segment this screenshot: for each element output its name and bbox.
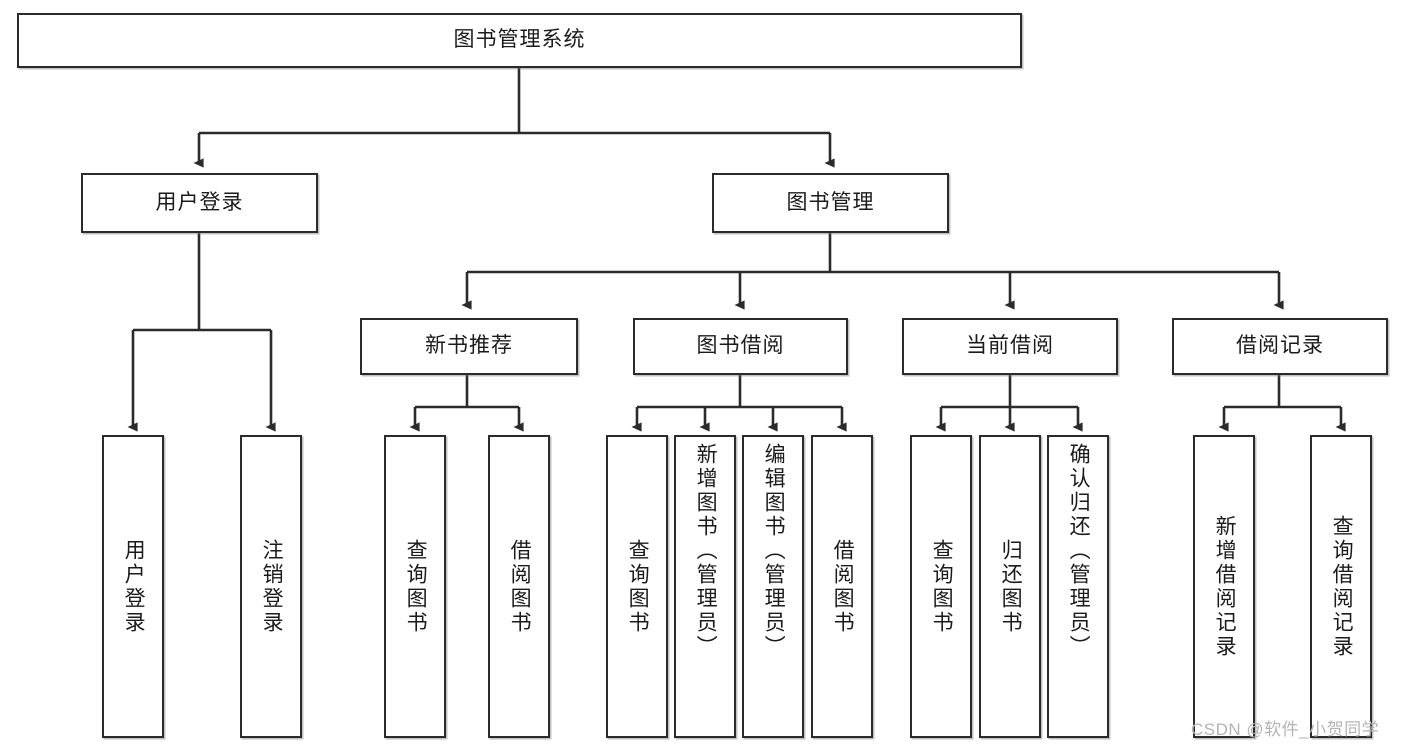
- node-new-book-recommend[interactable]: 新书推荐: [360, 318, 578, 375]
- node-borrow-record-label: 借阅记录: [1236, 334, 1324, 358]
- node-leaf-borrow-book-recommend-label: 借阅图书: [508, 538, 532, 635]
- node-current-borrow[interactable]: 当前借阅: [902, 318, 1118, 375]
- node-user-login[interactable]: 用户登录: [81, 173, 318, 233]
- node-current-borrow-label: 当前借阅: [966, 334, 1054, 358]
- node-root[interactable]: 图书管理系统: [17, 13, 1022, 68]
- node-leaf-query-book-recommend[interactable]: 查询图书: [384, 435, 446, 738]
- node-leaf-query-book-borrow-label: 查询图书: [626, 538, 650, 635]
- node-leaf-query-book-current-label: 查询图书: [930, 538, 954, 635]
- node-leaf-user-login-label: 用户登录: [122, 538, 146, 635]
- node-leaf-borrow-book-recommend[interactable]: 借阅图书: [488, 435, 550, 738]
- node-user-login-label: 用户登录: [155, 190, 244, 214]
- node-leaf-confirm-return-label: 确认归还（管理员）: [1067, 443, 1091, 659]
- node-leaf-borrow-book[interactable]: 借阅图书: [811, 435, 873, 738]
- node-leaf-borrow-book-label: 借阅图书: [831, 538, 855, 635]
- node-leaf-return-book-label: 归还图书: [999, 538, 1023, 635]
- node-borrow-record[interactable]: 借阅记录: [1172, 318, 1388, 375]
- node-leaf-query-borrow-record-label: 查询借阅记录: [1330, 514, 1354, 659]
- node-leaf-confirm-return[interactable]: 确认归还（管理员）: [1047, 435, 1109, 738]
- node-leaf-add-borrow-record-label: 新增借阅记录: [1213, 514, 1237, 659]
- node-book-management[interactable]: 图书管理: [712, 173, 949, 233]
- node-leaf-edit-book-label: 编辑图书（管理员）: [762, 443, 786, 659]
- node-leaf-add-book[interactable]: 新增图书（管理员）: [674, 435, 736, 738]
- node-leaf-add-borrow-record[interactable]: 新增借阅记录: [1193, 435, 1255, 738]
- node-leaf-user-login[interactable]: 用户登录: [102, 435, 164, 738]
- node-leaf-query-book-recommend-label: 查询图书: [404, 538, 428, 635]
- node-leaf-query-book-borrow[interactable]: 查询图书: [606, 435, 668, 738]
- node-root-label: 图书管理系统: [453, 28, 586, 52]
- node-book-borrow-label: 图书借阅: [696, 334, 785, 358]
- node-leaf-add-book-label: 新增图书（管理员）: [694, 443, 718, 659]
- node-new-book-recommend-label: 新书推荐: [425, 334, 513, 358]
- node-leaf-query-borrow-record[interactable]: 查询借阅记录: [1310, 435, 1372, 738]
- node-leaf-edit-book[interactable]: 编辑图书（管理员）: [742, 435, 804, 738]
- node-leaf-logout[interactable]: 注销登录: [240, 435, 302, 738]
- node-leaf-query-book-current[interactable]: 查询图书: [910, 435, 972, 738]
- node-leaf-return-book[interactable]: 归还图书: [979, 435, 1041, 738]
- watermark: CSDN @软件_小贺同学: [1191, 720, 1380, 739]
- node-book-borrow[interactable]: 图书借阅: [633, 318, 848, 375]
- node-leaf-logout-label: 注销登录: [260, 538, 284, 635]
- node-book-management-label: 图书管理: [786, 190, 875, 214]
